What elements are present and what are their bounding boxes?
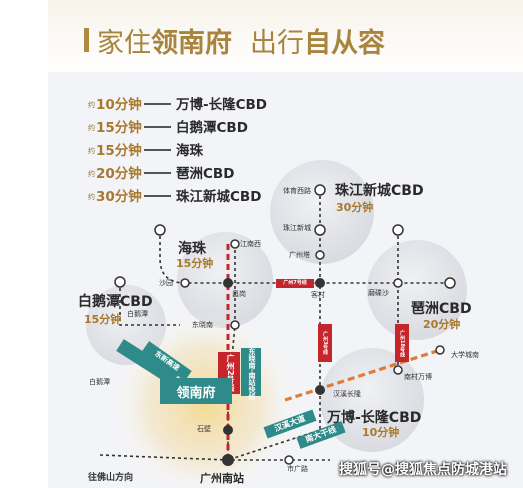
- time-prefix: 约: [88, 193, 95, 201]
- station-shiguangchang: 市广路: [287, 465, 308, 473]
- tag-metro-18: 广州18号线: [395, 324, 409, 362]
- station-shayuan: 沙园: [159, 279, 173, 287]
- time-prefix: 约: [88, 170, 95, 178]
- travel-time-list: 约 10分钟 万博-长隆CBD 约 15分钟 白鹅潭CBD 约 15分钟 海珠 …: [88, 92, 308, 207]
- station-jiangnanxi: 江南西: [240, 240, 261, 248]
- headline-bar: [84, 28, 89, 52]
- district-zhujiang-name: 珠江新城CBD: [335, 183, 424, 199]
- headline: 家住 领南府 出行 自从容: [84, 20, 385, 60]
- time-dash: [144, 149, 171, 151]
- station-tiyuxilu: 体育西路: [283, 187, 311, 195]
- district-pazhou-name: 琶洲CBD: [411, 301, 472, 317]
- watermark: 搜狐号@搜狐焦点防城港站: [339, 462, 507, 478]
- time-dash: [144, 195, 171, 197]
- station-dongxiaonan: 东晓南: [192, 321, 213, 329]
- tag-metro-7: 广州7号线: [276, 279, 314, 288]
- header-band: [48, 0, 523, 72]
- project-name: 领南府: [176, 385, 216, 401]
- station-hanxi: 汉溪长隆: [333, 390, 361, 398]
- station-wangfoshan: 往佛山方向: [88, 473, 134, 483]
- time-destination: 白鹅潭CBD: [176, 120, 248, 136]
- station-baietan-2: 白鹅潭: [89, 378, 110, 386]
- district-haizhu-name: 海珠: [178, 241, 206, 257]
- tag-dongxiao-express: 东晓南-南站快线: [241, 348, 261, 400]
- time-prefix: 约: [88, 124, 95, 132]
- station-kecun: 客村: [311, 291, 325, 299]
- station-guangzhounan: 广州南站: [200, 472, 244, 485]
- travel-time-row: 约 20分钟 琶洲CBD: [88, 161, 308, 184]
- district-zhujiang-time: 30分钟: [336, 201, 374, 214]
- district-baietan-name: 白鹅潭CBD: [78, 294, 153, 310]
- travel-time-row: 约 30分钟 珠江新城CBD: [88, 184, 308, 207]
- station-modieshan: 磨碟沙: [368, 289, 389, 297]
- tag-metro-3: 广州3号线: [318, 324, 332, 362]
- time-minutes: 15分钟: [96, 120, 142, 136]
- orange-route: [284, 348, 441, 402]
- district-baietan-time: 15分钟: [84, 313, 122, 326]
- travel-time-row: 约 15分钟 海珠: [88, 138, 308, 161]
- headline-part2: 领南府: [151, 27, 232, 59]
- station-nancunwanbo: 南村万博: [404, 373, 432, 381]
- bubble-zhujiang: [270, 160, 374, 264]
- district-haizhu-time: 15分钟: [176, 257, 214, 270]
- time-prefix: 约: [88, 147, 95, 155]
- time-destination: 琶洲CBD: [176, 166, 235, 182]
- interchange-dots: [222, 278, 325, 466]
- headline-part1: 家住: [97, 27, 151, 59]
- district-pazhou-time: 20分钟: [423, 318, 461, 331]
- time-minutes: 15分钟: [96, 143, 142, 159]
- travel-time-row: 约 10分钟 万博-长隆CBD: [88, 92, 308, 115]
- time-destination: 海珠: [176, 143, 203, 159]
- headline-part4: 自从容: [304, 27, 385, 59]
- time-destination: 万博-长隆CBD: [176, 97, 268, 113]
- teal-route: [116, 339, 179, 386]
- station-zhujiangxincheng: 珠江新城: [283, 224, 311, 232]
- time-minutes: 10分钟: [96, 97, 142, 113]
- time-minutes: 30分钟: [96, 189, 142, 205]
- district-wanbo-time: 10分钟: [362, 426, 400, 439]
- travel-time-row: 约 15分钟 白鹅潭CBD: [88, 115, 308, 138]
- station-baietan: 白鹅潭: [127, 310, 148, 318]
- bubble-pazhou: [367, 240, 467, 340]
- station-dots: [114, 184, 456, 465]
- headline-part3: 出行: [250, 27, 304, 59]
- station-guangzhouta: 广州塔: [289, 251, 310, 259]
- time-minutes: 20分钟: [96, 166, 142, 182]
- station-shibi: 石壁: [197, 425, 211, 433]
- time-dash: [144, 126, 171, 128]
- time-prefix: 约: [88, 101, 95, 109]
- time-destination: 珠江新城CBD: [176, 189, 262, 205]
- time-dash: [144, 172, 171, 174]
- station-daxuecheng: 大学城南: [451, 351, 479, 359]
- station-changgang: 昌岗: [232, 290, 246, 298]
- time-dash: [144, 103, 171, 105]
- project-badge: 领南府: [160, 378, 232, 404]
- district-wanbo-name: 万博-长隆CBD: [327, 410, 422, 426]
